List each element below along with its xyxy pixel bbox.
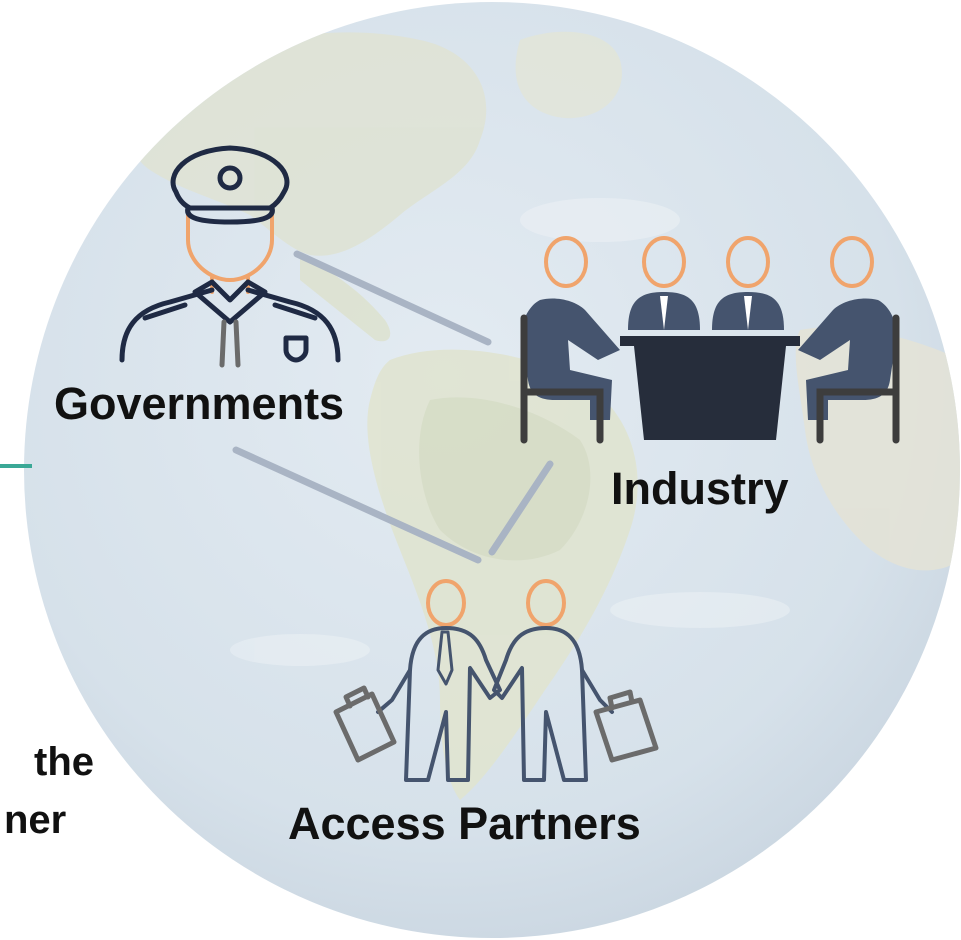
connector-governments-access xyxy=(232,446,482,564)
cut-off-text-line-2: ner xyxy=(4,798,67,842)
connector-industry-access xyxy=(488,460,554,556)
access-partners-label: Access Partners xyxy=(288,798,641,849)
business-meeting-icon xyxy=(520,236,900,444)
globe-icon xyxy=(24,2,960,938)
governments-label: Governments xyxy=(54,378,345,429)
handshake-icon xyxy=(333,579,659,782)
police-officer-icon xyxy=(119,145,341,368)
connector-governments-industry xyxy=(293,250,492,346)
cut-off-text-line-1: the xyxy=(34,740,94,784)
industry-label: Industry xyxy=(611,463,789,514)
